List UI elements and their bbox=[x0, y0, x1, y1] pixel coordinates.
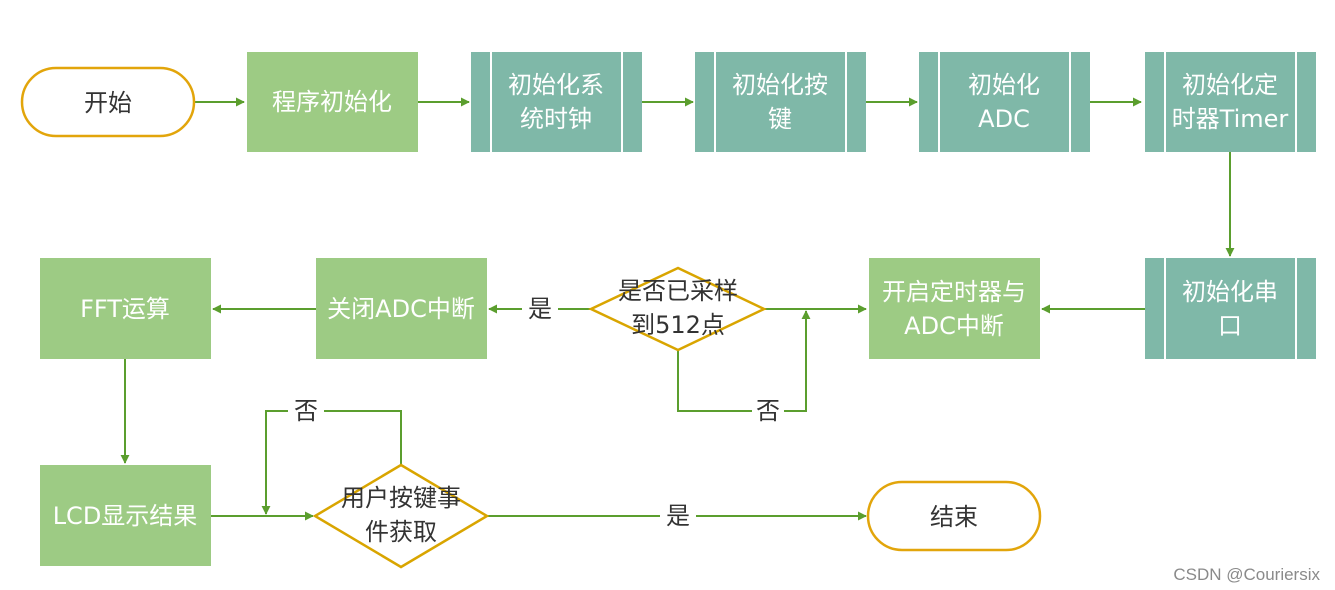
node-init-timer: 初始化定 时器Timer bbox=[1145, 52, 1316, 152]
node-start-label: 开始 bbox=[84, 89, 132, 117]
node-init-adc-label-line2: ADC bbox=[978, 105, 1030, 133]
node-end-label: 结束 bbox=[930, 503, 978, 531]
node-init-key-label-line2: 键 bbox=[768, 105, 792, 133]
node-end: 结束 bbox=[866, 480, 1042, 552]
node-fft: FFT运算 bbox=[40, 258, 211, 359]
node-start-timer-adc: 开启定时器与 ADC中断 bbox=[869, 258, 1040, 359]
node-init-key: 初始化按 键 bbox=[695, 52, 866, 152]
node-check-samples-label-line2: 到512点 bbox=[631, 311, 725, 339]
node-init-clock-label-line2: 统时钟 bbox=[520, 105, 592, 133]
watermark: CSDN @Couriersix bbox=[1173, 565, 1320, 584]
node-close-adc: 关闭ADC中断 bbox=[316, 258, 487, 359]
node-close-adc-label: 关闭ADC中断 bbox=[327, 295, 475, 323]
edge-check-no-loop bbox=[677, 310, 811, 412]
node-check-samples-label-line1: 是否已采样 bbox=[618, 277, 738, 305]
node-key-event-label-line1: 用户按键事 bbox=[341, 484, 461, 512]
node-init-program: 程序初始化 bbox=[247, 52, 418, 152]
node-lcd-display: LCD显示结果 bbox=[40, 465, 211, 566]
node-key-event-label-line2: 件获取 bbox=[365, 518, 437, 546]
node-lcd-display-label: LCD显示结果 bbox=[53, 502, 198, 530]
node-init-program-label: 程序初始化 bbox=[272, 88, 392, 116]
node-init-uart-label-line1: 初始化串 bbox=[1182, 278, 1278, 306]
node-init-adc: 初始化 ADC bbox=[919, 52, 1090, 152]
node-init-timer-label-line2: 时器Timer bbox=[1172, 105, 1289, 133]
node-start-timer-adc-label-line2: ADC中断 bbox=[904, 312, 1004, 340]
node-check-samples: 是否已采样 到512点 bbox=[588, 266, 767, 352]
node-key-event: 用户按键事 件获取 bbox=[312, 463, 490, 569]
node-fft-label: FFT运算 bbox=[80, 295, 170, 323]
edge-label-key-yes: 是 bbox=[666, 502, 690, 530]
node-init-timer-label-line1: 初始化定 bbox=[1182, 71, 1278, 99]
node-init-key-label-line1: 初始化按 bbox=[732, 71, 828, 99]
node-start: 开始 bbox=[20, 66, 196, 138]
edge-label-samples-yes: 是 bbox=[528, 295, 552, 323]
edge-label-samples-no: 否 bbox=[756, 397, 780, 425]
node-start-timer-adc-label-line1: 开启定时器与 bbox=[882, 278, 1026, 306]
node-init-adc-label-line1: 初始化 bbox=[968, 71, 1040, 99]
edge-label-key-no: 否 bbox=[294, 397, 318, 425]
node-init-clock: 初始化系 统时钟 bbox=[471, 52, 642, 152]
node-init-clock-label-line1: 初始化系 bbox=[508, 71, 604, 99]
node-init-uart: 初始化串 口 bbox=[1145, 258, 1316, 359]
node-init-uart-label-line2: 口 bbox=[1218, 312, 1242, 340]
edge-key-no-loop bbox=[261, 410, 402, 515]
